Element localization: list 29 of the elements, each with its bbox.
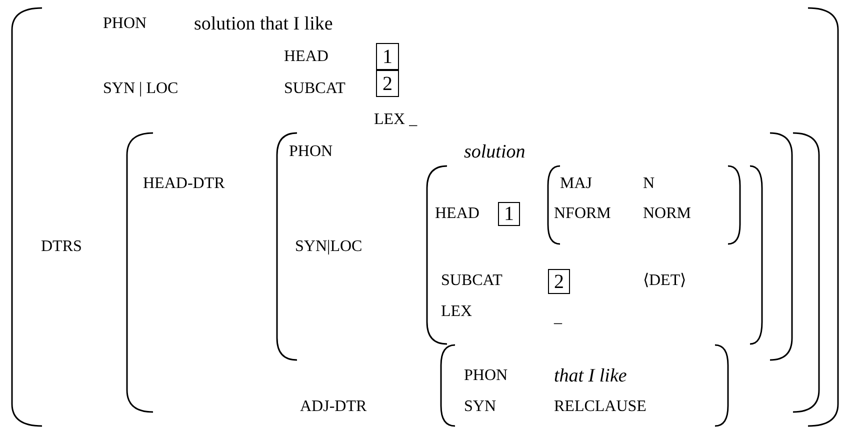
feature-label: PHON [289,144,333,160]
structure-sharing-tag: 2 [376,70,399,97]
feature-label: SYN|LOC [295,239,362,255]
feature-label: HEAD-DTR [143,176,225,192]
feature-label: NORM [643,206,692,222]
feature-label: MAJ [560,176,592,192]
feature-label: DTRS [41,239,82,255]
feature-label: _ [554,310,562,326]
feature-label: SYN [464,399,496,415]
feature-label: ⟨DET⟩ [643,273,686,289]
feature-label: N [643,176,655,192]
structure-sharing-tag: 1 [498,202,520,226]
feature-label: LEX [441,304,472,320]
feature-label: ADJ-DTR [300,399,367,415]
feature-label: HEAD [284,49,328,65]
feature-label: NFORM [554,206,611,222]
feature-label: SYN | LOC [103,81,178,97]
feature-label: HEAD [435,206,480,222]
phon-value: that I like [554,366,627,386]
feature-label: RELCLAUSE [554,399,646,415]
phon-value: solution [464,142,526,162]
structure-sharing-tag: 1 [376,43,399,70]
feature-label: SUBCAT [284,81,346,97]
structure-sharing-tag: 2 [548,269,570,294]
feature-label: SUBCAT [441,273,502,289]
feature-label: LEX _ [374,112,418,128]
feature-label: solution that I like [194,14,333,34]
feature-label: PHON [103,16,147,32]
feature-label: PHON [464,368,508,384]
